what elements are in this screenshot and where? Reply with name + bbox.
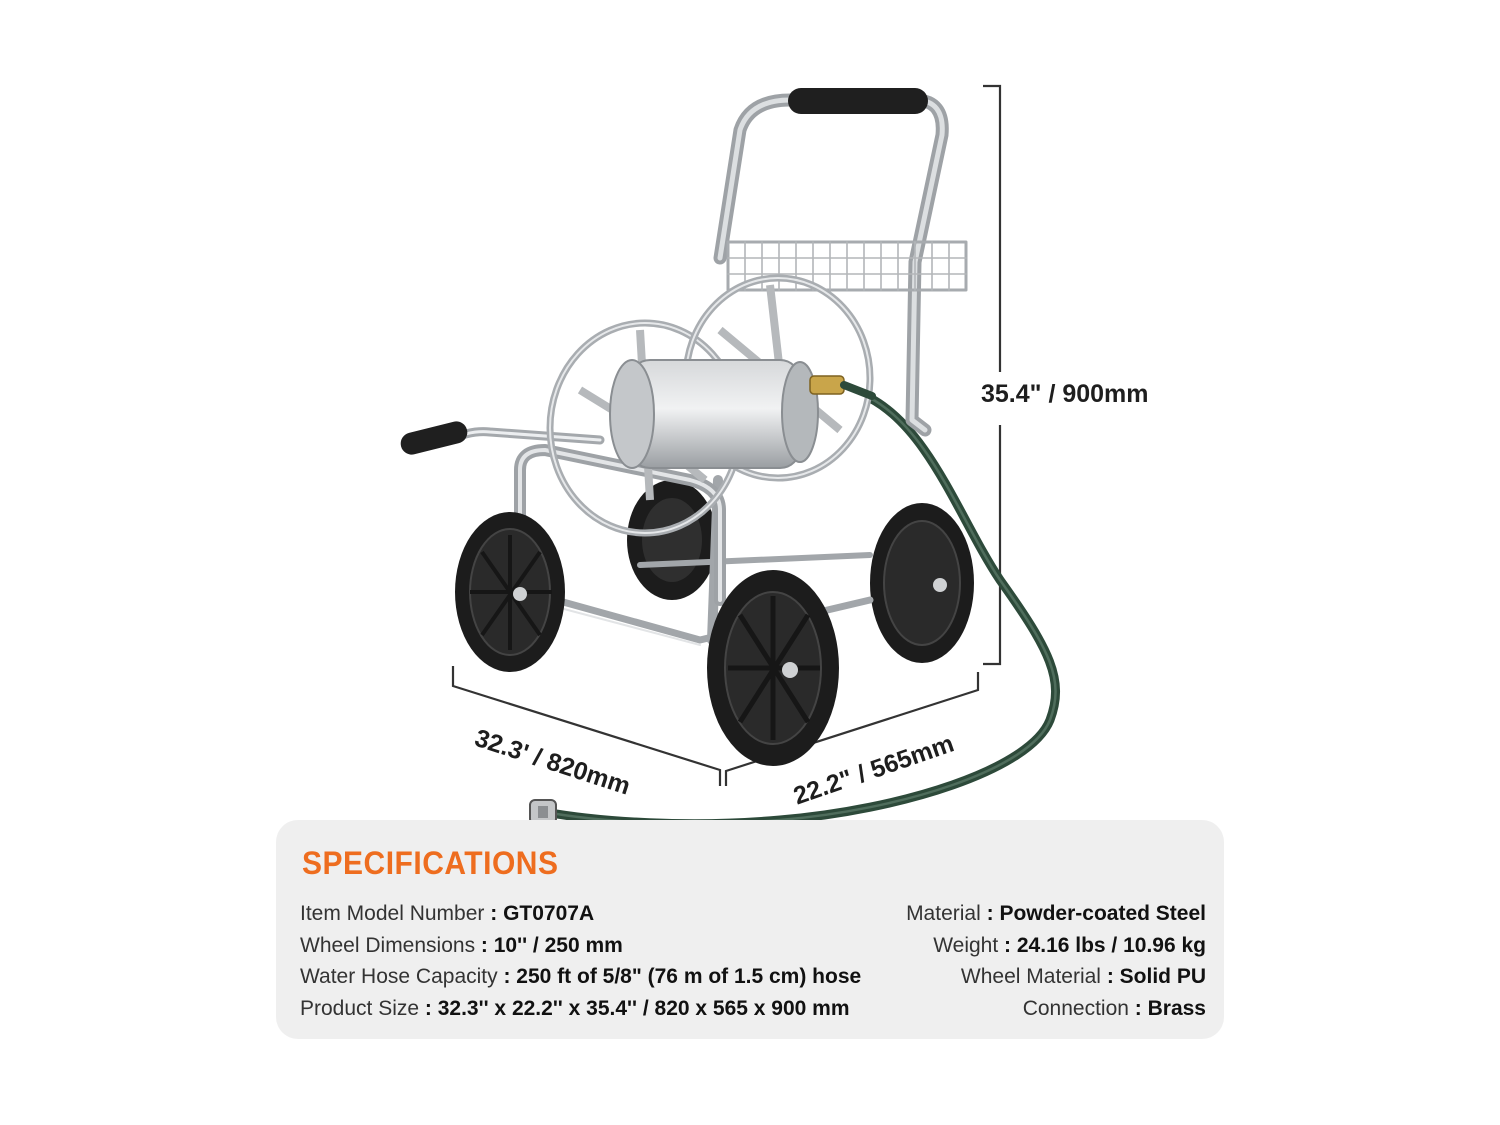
spec-label: Connection — [1022, 996, 1129, 1020]
specifications-panel: SPECIFICATIONS Item Model Number : GT070… — [276, 820, 1224, 1039]
top-handle-grip — [788, 88, 928, 114]
spec-row-weight: Weight : 24.16 lbs / 10.96 kg — [906, 930, 1206, 962]
spec-separator: : — [1128, 996, 1148, 1020]
spec-row-hose-capacity: Water Hose Capacity : 250 ft of 5/8" (76… — [300, 961, 861, 993]
spec-label: Wheel Dimensions — [300, 933, 476, 957]
spec-separator: : — [419, 996, 438, 1020]
height-dimension-label: 35.4" / 900mm — [981, 380, 1149, 408]
front-left-wheel — [455, 512, 565, 672]
specifications-left-column: Item Model Number : GT0707A Wheel Dimens… — [300, 898, 861, 1024]
spec-separator: : — [497, 965, 517, 988]
spec-label: Item Model Number — [300, 902, 485, 925]
spec-row-product-size: Product Size : 32.3'' x 22.2'' x 35.4'' … — [300, 993, 861, 1025]
reel-drum — [609, 359, 876, 469]
spec-separator: : — [1100, 965, 1120, 988]
spec-value: Brass — [1147, 996, 1206, 1020]
rear-left-wheel — [627, 480, 717, 600]
spec-row-wheel-dimensions: Wheel Dimensions : 10'' / 250 mm — [300, 930, 861, 962]
spec-label: Product Size — [300, 996, 420, 1020]
spec-row-connection: Connection : Brass — [906, 993, 1206, 1025]
spec-value: GT0707A — [503, 902, 595, 925]
spec-label: Water Hose Capacity — [300, 965, 498, 988]
spec-value: 250 ft of 5/8" (76 m of 1.5 cm) hose — [516, 965, 862, 988]
dimension-lines — [451, 84, 1002, 786]
specifications-right-column: Material : Powder-coated Steel Weight : … — [906, 898, 1206, 1024]
spec-value: 32.3'' x 22.2'' x 35.4'' / 820 x 565 x 9… — [437, 996, 850, 1020]
spec-row-material: Material : Powder-coated Steel — [906, 898, 1206, 930]
spec-separator: : — [484, 902, 504, 925]
spec-separator: : — [998, 933, 1017, 957]
spec-value: 10'' / 250 mm — [493, 933, 623, 957]
spec-label: Material — [906, 902, 981, 925]
spec-separator: : — [475, 933, 494, 957]
crank-handle-grip — [400, 421, 468, 455]
front-right-wheel — [707, 570, 839, 766]
spec-label: Wheel Material — [960, 965, 1101, 988]
rear-right-wheel — [870, 503, 974, 663]
spec-value: 24.16 lbs / 10.96 kg — [1016, 933, 1206, 957]
spec-label: Weight — [933, 933, 999, 957]
spec-value: Powder-coated Steel — [999, 902, 1206, 925]
spec-separator: : — [980, 902, 1000, 925]
hose-reel-cart-illustration — [400, 84, 1061, 829]
spec-row-model-number: Item Model Number : GT0707A — [300, 898, 861, 930]
spec-row-wheel-material: Wheel Material : Solid PU — [906, 961, 1206, 993]
spec-value: Solid PU — [1119, 965, 1206, 988]
specifications-title: SPECIFICATIONS — [302, 846, 559, 882]
